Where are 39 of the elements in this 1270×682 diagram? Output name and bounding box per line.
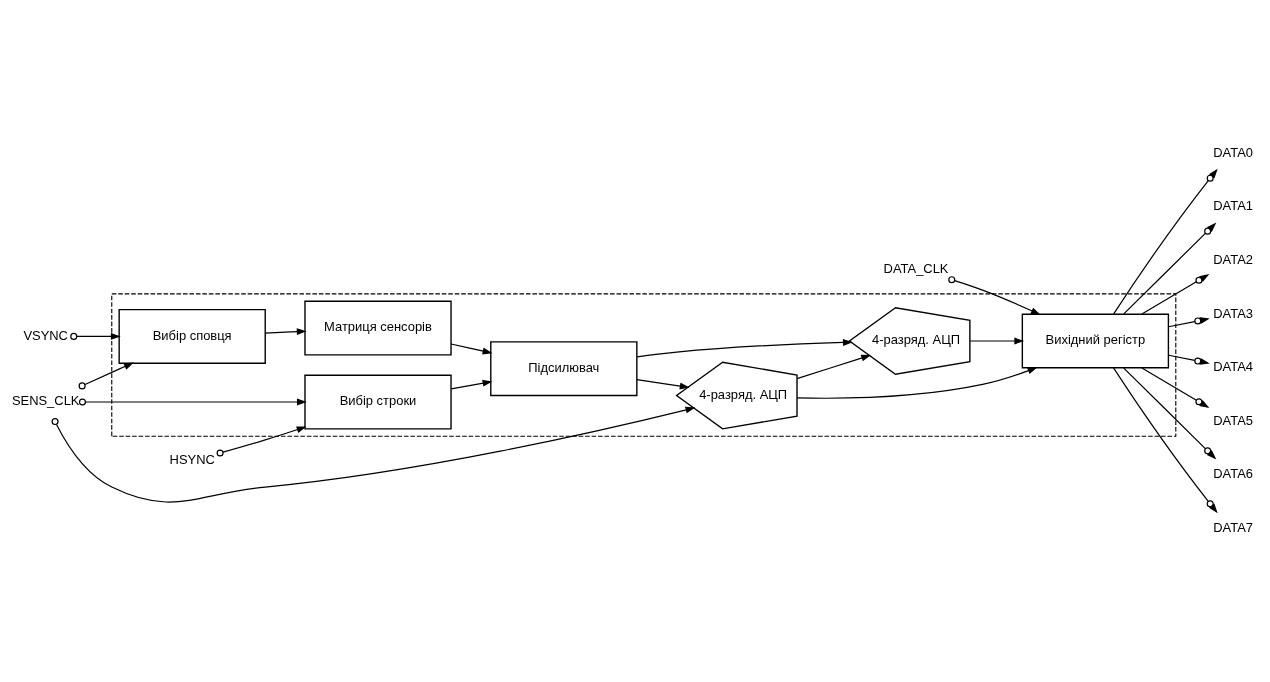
node-text: HSYNC <box>169 451 215 467</box>
arrow <box>51 406 696 503</box>
node-text: DATA2 <box>1213 251 1254 267</box>
arrow <box>78 362 134 390</box>
arrow <box>1112 168 1218 315</box>
arrow <box>1123 367 1217 460</box>
node-box: Вибір сповця <box>118 308 266 364</box>
arrow <box>216 426 307 457</box>
arrow <box>450 379 493 390</box>
arrow <box>636 379 690 390</box>
arrow <box>1112 367 1218 514</box>
node-box: Вихідний регістр <box>1021 313 1170 369</box>
arrow <box>1123 222 1217 315</box>
arrow <box>1168 354 1210 365</box>
node-text: VSYNC <box>23 327 68 343</box>
node-text: DATA6 <box>1213 466 1254 482</box>
node-box: Підсилювач <box>490 341 638 397</box>
node-box: Матриця сенсорів <box>304 300 452 356</box>
arrow <box>969 337 1025 345</box>
arrow <box>1141 367 1210 408</box>
node-box: Вибір строки <box>304 374 452 430</box>
arrow <box>264 328 307 336</box>
node-text: DATA0 <box>1213 144 1254 160</box>
arrow <box>796 354 872 380</box>
arrow <box>796 367 1038 399</box>
arrow <box>78 398 307 406</box>
node-text: DATA_CLK <box>883 261 949 277</box>
arrow <box>1168 317 1210 328</box>
arrow <box>636 339 853 358</box>
node-text: SENS_CLK <box>11 393 80 409</box>
node-text: DATA7 <box>1213 520 1254 536</box>
arrow <box>1141 274 1210 315</box>
arrow <box>70 332 121 340</box>
node-text: DATA5 <box>1213 412 1254 428</box>
arrow <box>450 343 493 355</box>
arrow <box>948 276 1041 315</box>
node-text: DATA4 <box>1213 359 1254 375</box>
node-text: DATA3 <box>1213 305 1254 321</box>
node-text: DATA1 <box>1213 198 1254 214</box>
